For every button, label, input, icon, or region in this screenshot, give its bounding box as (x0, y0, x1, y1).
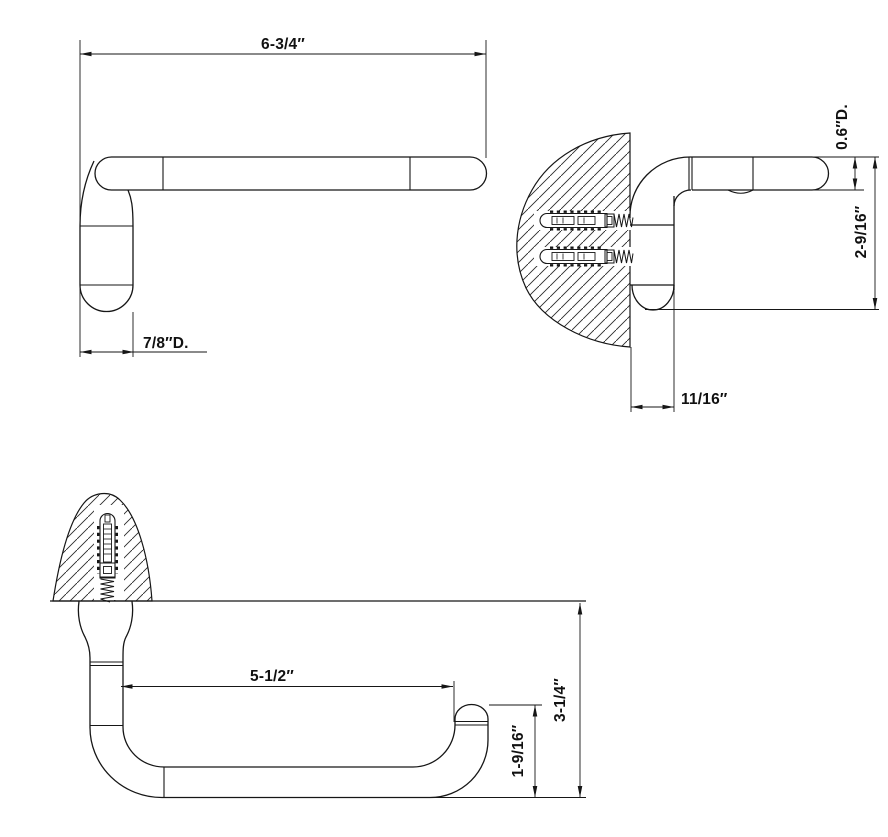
side-elbow-inner (673, 189, 692, 207)
side-bar (629, 156, 830, 219)
dim-side-wall-offset: 11/16″ (630, 290, 728, 412)
plan-end-cap (454, 703, 489, 725)
front-post (79, 160, 134, 313)
front-view: 6-3/4″ 7/8″D. (79, 36, 488, 357)
side-wall-plate (630, 196, 675, 311)
plan-end-inner (412, 724, 456, 768)
plan-flange-right (122, 601, 134, 727)
dim-plan-end-return: 1-9/16″ (489, 704, 542, 798)
dim-front-post-dia: 7/8″D. (80, 312, 207, 357)
dim-front-width: 6-3/4″ (80, 36, 486, 57)
dim-plan-end-return-label: 1-9/16″ (510, 724, 527, 777)
plan-wall-anchor (94, 505, 124, 603)
plan-flange-left (77, 601, 91, 727)
plan-elbow-outer (89, 726, 163, 799)
side-view: 0.6″D. 2-9/16″ 11/16″ (516, 104, 879, 412)
dim-plan-depth-label: 3-1/4″ (552, 678, 569, 722)
dim-plan-bar-length: 5-1/2″ (120, 668, 455, 722)
dim-side-bar-dia-label: 0.6″D. (834, 104, 851, 150)
dim-plan-bar-length-label: 5-1/2″ (250, 668, 294, 685)
dim-plan-depth: 3-1/4″ (430, 603, 586, 798)
plan-end-outer (429, 719, 489, 799)
wall-anchor-top (534, 210, 636, 231)
dim-side-bar-dia: 0.6″D. (812, 104, 879, 191)
dim-side-height: 2-9/16″ (645, 157, 879, 310)
dim-side-wall-offset-label: 11/16″ (681, 391, 728, 408)
side-wall-section (516, 132, 631, 348)
wall-anchor-bottom (534, 246, 636, 267)
dim-side-height-label: 2-9/16″ (853, 205, 870, 258)
dim-front-post-dia-label: 7/8″D. (143, 335, 189, 352)
plan-view: 5-1/2″ 1-9/16″ 3-1/4″ (50, 493, 586, 799)
plan-fixture (77, 601, 489, 799)
side-post-bottom-cap (631, 284, 675, 311)
plan-elbow-inner (122, 726, 165, 768)
side-bar-end-curve (727, 189, 754, 194)
front-bar (94, 156, 488, 191)
side-elbow-outer (629, 156, 691, 219)
dim-front-width-label: 6-3/4″ (261, 36, 305, 53)
